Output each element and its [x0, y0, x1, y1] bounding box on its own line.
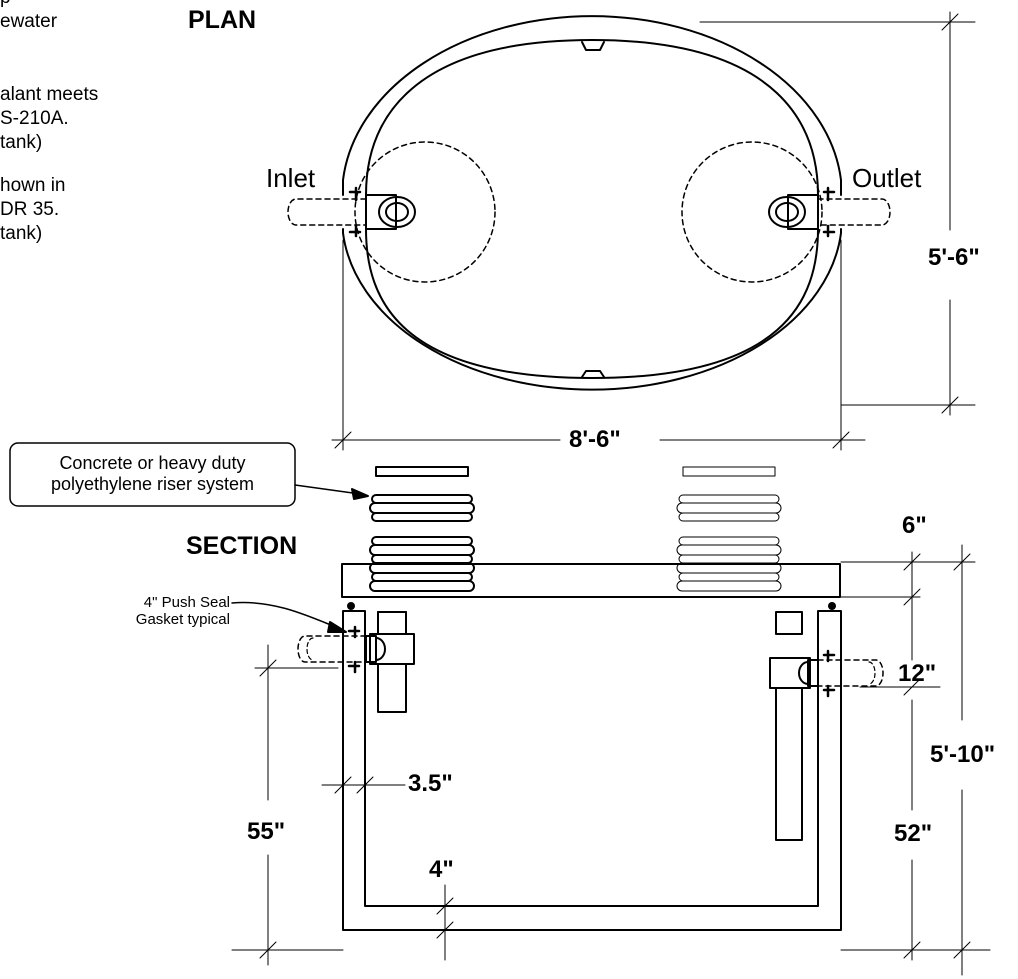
note-line: DR 35. — [0, 199, 60, 220]
total-height-label: 5'-10" — [930, 741, 996, 768]
tank-inner-wall — [365, 39, 819, 196]
note-line: S-210A. — [0, 108, 69, 129]
plan-height-dimension — [699, 11, 976, 416]
plan-title: PLAN — [188, 6, 257, 34]
riser-callout-line: Concrete or heavy duty — [59, 453, 246, 473]
note-line: hown in — [0, 175, 66, 196]
outlet-tee-section — [769, 611, 819, 841]
inlet-pipe-section — [297, 635, 367, 663]
inlet-tee — [378, 196, 416, 228]
inlet-label: Inlet — [266, 163, 316, 193]
outlet-label: Outlet — [852, 163, 922, 193]
gasket-callout-line: 4" Push Seal — [143, 594, 230, 611]
outlet-drop-label: 12" — [898, 660, 937, 687]
gasket-callout: 4" Push Seal Gasket typical — [70, 594, 230, 628]
section-left-dimensions — [231, 644, 454, 966]
outlet-pipe — [817, 198, 891, 226]
gasket-callout-line: Gasket typical — [135, 611, 230, 628]
floor-thickness-label: 4" — [429, 856, 454, 883]
outlet-pipe-section — [817, 659, 884, 687]
plan-view — [287, 11, 976, 451]
section-right-dimensions — [840, 544, 991, 976]
plan-width-dimension — [331, 239, 866, 451]
note-line: ewater — [0, 11, 58, 32]
right-riser — [676, 466, 782, 592]
tank-outer-wall — [342, 15, 842, 196]
note-line: tank) — [0, 223, 43, 244]
plan-width-label: 8'-6" — [569, 426, 621, 453]
tank-inner-wall-lower — [365, 228, 819, 379]
outlet-invert-label: 52" — [894, 820, 933, 847]
note-line: tank) — [0, 132, 43, 153]
gasket-leader — [231, 601, 339, 629]
lid-thickness-label: 6" — [902, 512, 927, 539]
section-view — [9, 442, 991, 976]
inlet-access-opening — [354, 141, 496, 283]
riser-callout-line: polyethylene riser system — [50, 474, 255, 494]
tank-outer-wall-lower — [342, 228, 842, 391]
outlet-access-opening — [681, 141, 823, 283]
inlet-pipe — [287, 198, 367, 226]
outlet-tee — [768, 196, 806, 228]
riser-callout: Concrete or heavy duty polyethylene rise… — [12, 453, 293, 495]
left-riser — [369, 466, 475, 592]
section-title: SECTION — [186, 532, 298, 560]
note-line: alant meets — [0, 84, 99, 105]
inlet-tee-section — [365, 611, 415, 713]
plan-height-label: 5'-6" — [928, 244, 980, 271]
wall-thickness-label: 3.5" — [408, 770, 453, 797]
tank-lid — [341, 563, 841, 598]
note-line: p — [0, 0, 11, 10]
riser-callout-box — [9, 442, 296, 507]
inlet-invert-label: 55" — [247, 818, 286, 845]
tank-body — [342, 610, 842, 931]
